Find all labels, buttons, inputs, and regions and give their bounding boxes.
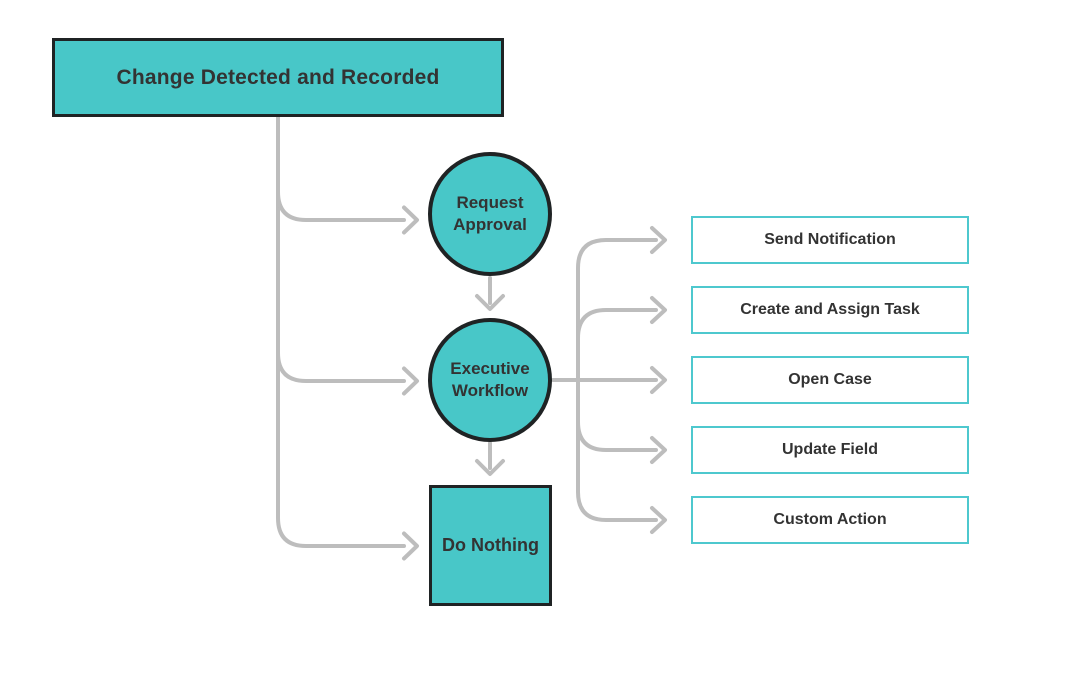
action-create-assign-task-label: Create and Assign Task	[740, 301, 920, 318]
arrowhead-update-field	[650, 436, 667, 464]
do-nothing-node: Do Nothing	[429, 485, 552, 606]
action-send-notification-label: Send Notification	[764, 231, 896, 248]
action-custom-action: Custom Action	[691, 496, 969, 544]
branch-send-notification-line	[576, 238, 658, 382]
arrowhead-do-nothing	[402, 531, 419, 561]
arrowhead-executive-workflow	[402, 366, 419, 396]
arrowhead-workflow-to-do-nothing	[475, 459, 505, 476]
action-update-field: Update Field	[691, 426, 969, 474]
trunk-left-line	[276, 115, 406, 548]
change-detected-node: Change Detected and Recorded	[52, 38, 504, 117]
action-open-case-label: Open Case	[788, 371, 872, 388]
branch-custom-action-line	[576, 378, 658, 522]
request-approval-label: Request Approval	[453, 192, 527, 234]
do-nothing-label: Do Nothing	[442, 535, 539, 555]
arrowhead-create-task	[650, 296, 667, 324]
action-send-notification: Send Notification	[691, 216, 969, 264]
action-update-field-label: Update Field	[781, 441, 878, 458]
request-approval-node: Request Approval	[428, 152, 552, 276]
branch-request-approval-line	[276, 190, 406, 222]
branch-executive-workflow-line	[276, 351, 406, 383]
action-create-assign-task: Create and Assign Task	[691, 286, 969, 334]
action-custom-action-label: Custom Action	[773, 511, 887, 528]
arrowhead-send-notification	[650, 226, 667, 254]
action-open-case: Open Case	[691, 356, 969, 404]
executive-workflow-label: Executive Workflow	[450, 358, 530, 400]
arrowhead-approval-to-workflow	[475, 294, 505, 311]
branch-update-field-line	[576, 378, 658, 452]
arrowhead-request-approval	[402, 205, 419, 235]
executive-workflow-node: Executive Workflow	[428, 318, 552, 442]
arrowhead-custom-action	[650, 506, 667, 534]
arrowhead-open-case	[650, 366, 667, 394]
branch-create-task-line	[576, 308, 658, 382]
change-detected-label: Change Detected and Recorded	[116, 65, 440, 89]
